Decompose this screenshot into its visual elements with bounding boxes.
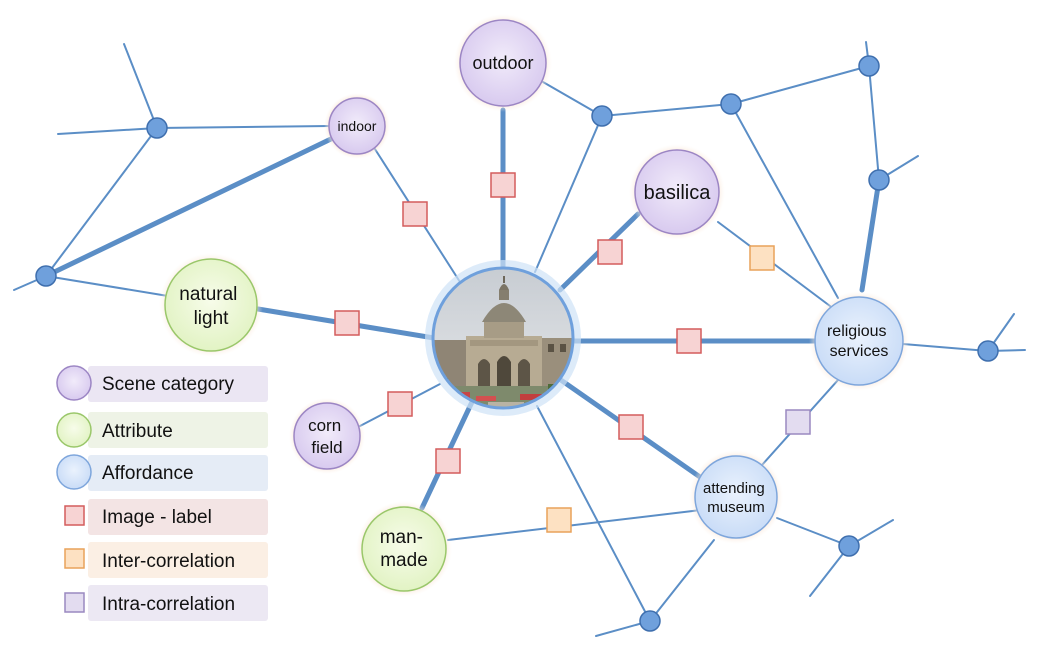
edge xyxy=(859,177,882,293)
image-label-marker xyxy=(334,310,360,336)
legend-image-label-symbol xyxy=(64,505,85,526)
junction-node xyxy=(591,105,613,127)
edge xyxy=(649,539,715,622)
image-label-marker xyxy=(676,328,702,354)
node-basilica: basilica xyxy=(629,144,725,240)
legend: Scene category Attribute Affordance Imag… xyxy=(56,365,268,621)
image-label-marker xyxy=(387,391,413,417)
legend-row-bg xyxy=(88,585,268,621)
junction-node xyxy=(146,117,168,139)
legend-inter-correlation-symbol xyxy=(64,548,85,569)
edge xyxy=(776,517,850,547)
edge xyxy=(447,509,702,541)
legend-row-bg xyxy=(88,499,268,535)
legend-row-bg xyxy=(88,542,268,578)
edge xyxy=(123,43,158,129)
edge xyxy=(730,103,839,299)
inter-correlation-marker xyxy=(546,507,572,533)
node-label: outdoor xyxy=(472,53,533,73)
legend-attribute-symbol xyxy=(56,412,92,448)
legend-label: Scene category xyxy=(102,374,235,395)
legend-label: Affordance xyxy=(102,463,194,484)
legend-row-bg xyxy=(88,455,268,491)
edge xyxy=(45,127,158,277)
node-label: attending museum xyxy=(703,480,769,516)
edge xyxy=(601,103,732,117)
node-man-made: man- made xyxy=(356,501,452,597)
graph-junctions xyxy=(35,55,999,632)
image-label-marker xyxy=(618,414,644,440)
node-outdoor: outdoor xyxy=(454,14,552,112)
edge xyxy=(536,405,651,622)
legend-label: Attribute xyxy=(102,421,173,442)
legend-affordance-symbol xyxy=(56,454,92,490)
edge xyxy=(868,65,880,181)
node-attending-museum: attending museum xyxy=(689,450,783,544)
legend-label: Inter-correlation xyxy=(102,551,235,572)
junction-node xyxy=(720,93,742,115)
legend-row-bg xyxy=(88,412,268,448)
image-label-marker xyxy=(490,172,516,198)
node-corn-field: corn field xyxy=(289,398,365,474)
legend-row-bg xyxy=(88,366,268,402)
center-image-node xyxy=(425,260,581,416)
edge xyxy=(57,127,158,135)
junction-node xyxy=(35,265,57,287)
node-label: man- made xyxy=(380,527,429,571)
junction-node xyxy=(977,340,999,362)
legend-intra-correlation-symbol xyxy=(64,592,85,613)
image-label-marker xyxy=(402,201,428,227)
inter-correlation-marker xyxy=(749,245,775,271)
node-label: indoor xyxy=(338,118,377,134)
legend-label: Image - label xyxy=(102,507,212,528)
node-label: basilica xyxy=(644,182,712,204)
node-label: religious services xyxy=(827,323,891,360)
edge xyxy=(156,125,331,129)
node-religious-services: religious services xyxy=(809,291,909,391)
legend-scene-symbol xyxy=(56,365,92,401)
intra-correlation-marker xyxy=(785,409,811,435)
graph-nodes: outdoor indoor basilica natural light xyxy=(159,14,909,597)
node-label: natural light xyxy=(179,284,242,329)
image-label-marker xyxy=(597,239,623,265)
node-indoor: indoor xyxy=(324,93,390,159)
edge xyxy=(534,115,603,273)
edge xyxy=(730,65,870,105)
image-label-marker xyxy=(435,448,461,474)
junction-node xyxy=(838,535,860,557)
graph-edges xyxy=(13,41,1026,637)
junction-node xyxy=(639,610,661,632)
edge xyxy=(902,343,989,352)
edge-markers xyxy=(334,172,811,533)
node-label: corn field xyxy=(308,416,346,457)
junction-node xyxy=(858,55,880,77)
junction-node xyxy=(868,169,890,191)
legend-label: Intra-correlation xyxy=(102,594,235,615)
node-natural-light: natural light xyxy=(159,253,263,357)
edge xyxy=(43,135,336,279)
edge xyxy=(542,81,603,117)
edge xyxy=(45,275,169,297)
